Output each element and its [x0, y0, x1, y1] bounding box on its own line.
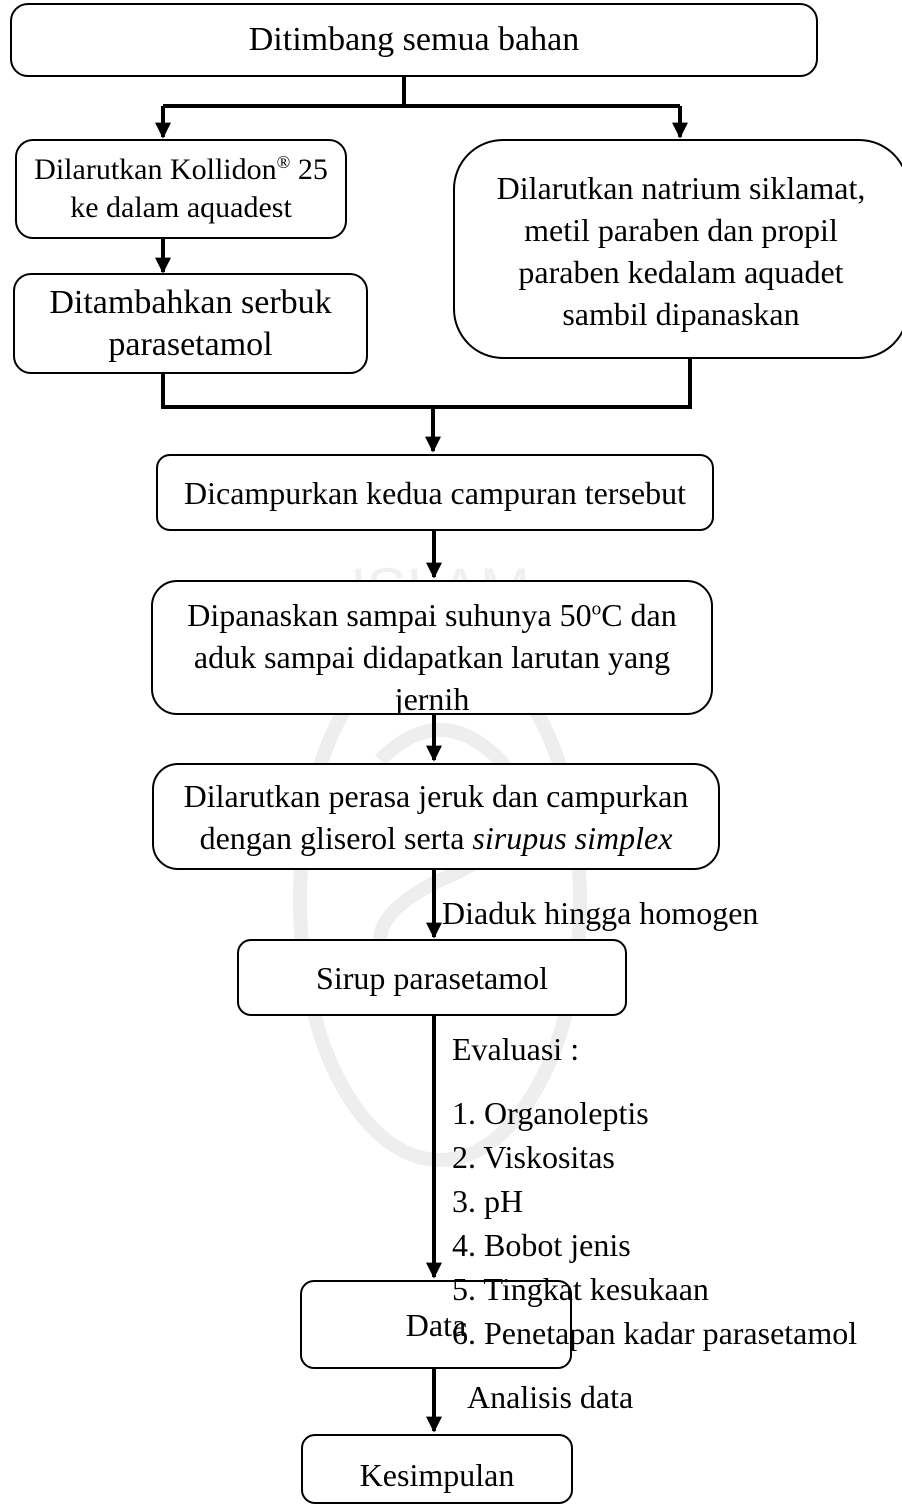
step-heat: Dipanaskan sampai suhunya 50oC dan aduk … [151, 580, 713, 715]
step-natrium-line2: metil paraben dan propil [524, 212, 838, 248]
step-syrup: Sirup parasetamol [237, 939, 627, 1016]
step-add-parasetamol-line1: Ditambahkan serbuk [49, 283, 332, 321]
label-evaluation: Evaluasi : [452, 1031, 580, 1067]
evaluation-list: 1. Organoleptis 2. Viskositas 3. pH 4. B… [452, 1091, 857, 1355]
step-heat-line2: aduk sampai didapatkan larutan yang [193, 639, 671, 675]
step-natrium-line4: sambil dipanaskan [562, 296, 800, 332]
step-heat-line1: Dipanaskan sampai suhunya 50oC dan [187, 597, 677, 633]
label-analysis: Analisis data [467, 1379, 634, 1415]
evaluation-item: 4. Bobot jenis [452, 1227, 631, 1263]
step-weigh-text: Ditimbang semua bahan [248, 21, 580, 58]
step-data-text: Data [405, 1306, 467, 1343]
step-kollidon-line2: ke dalam aquadest [70, 191, 292, 224]
step-flavor-line2: dengan gliserol serta sirupus simplex [199, 819, 673, 856]
step-syrup-text: Sirup parasetamol [316, 959, 548, 996]
step-add-parasetamol: Ditambahkan serbuk parasetamol [13, 273, 368, 374]
step-conclusion-text: Kesimpulan [359, 1457, 515, 1493]
label-stir: Diaduk hingga homogen [442, 895, 759, 931]
step-weigh: Ditimbang semua bahan [10, 3, 818, 77]
evaluation-item: 6. Penetapan kadar parasetamol [452, 1315, 858, 1351]
step-mix: Dicampurkan kedua campuran tersebut [156, 454, 714, 531]
step-kollidon-line1: Dilarutkan Kollidon® 25 [34, 152, 328, 186]
step-natrium: Dilarutkan natrium siklamat, metil parab… [453, 139, 902, 359]
evaluation-item: 1. Organoleptis [452, 1095, 649, 1131]
step-mix-text: Dicampurkan kedua campuran tersebut [183, 474, 686, 511]
evaluation-item: 2. Viskositas [452, 1139, 615, 1175]
step-natrium-line3: paraben kedalam aquadet [518, 254, 844, 290]
step-flavor-line1: Dilarutkan perasa jeruk dan campurkan [183, 777, 689, 814]
evaluation-item: 5. Tingkat kesukaan [452, 1271, 709, 1307]
step-kollidon: Dilarutkan Kollidon® 25 ke dalam aquades… [15, 139, 347, 239]
step-conclusion: Kesimpulan [301, 1434, 573, 1504]
step-natrium-line1: Dilarutkan natrium siklamat, [496, 170, 866, 206]
step-heat-line3: jernih [394, 681, 470, 715]
step-data: Data [300, 1280, 572, 1369]
step-flavor: Dilarutkan perasa jeruk dan campurkan de… [152, 763, 720, 870]
step-add-parasetamol-line2: parasetamol [108, 325, 273, 363]
evaluation-item: 3. pH [452, 1183, 524, 1219]
